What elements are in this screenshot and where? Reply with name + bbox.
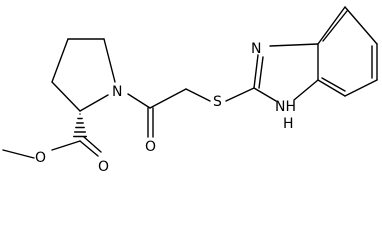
atom-label-n: N bbox=[251, 41, 261, 57]
bond bbox=[317, 6, 346, 45]
bond bbox=[51, 81, 81, 112]
bond bbox=[185, 88, 211, 102]
atom-label-o: O bbox=[98, 159, 109, 175]
bond bbox=[269, 43, 319, 47]
benzene-ring bbox=[317, 6, 378, 97]
atom-label-s: S bbox=[213, 94, 222, 110]
structure-diagram: N O O O S N NH H bbox=[2, 6, 378, 175]
bond bbox=[321, 77, 346, 92]
bond bbox=[149, 88, 187, 109]
bond bbox=[51, 140, 81, 151]
atom-label-nh: NH bbox=[275, 99, 296, 115]
bond bbox=[103, 38, 116, 83]
bond bbox=[2, 149, 35, 159]
imidazole-ring bbox=[253, 43, 319, 102]
bond bbox=[83, 136, 102, 153]
bond bbox=[293, 79, 319, 101]
bond bbox=[225, 87, 255, 102]
bond bbox=[79, 140, 99, 157]
acetyl-linker bbox=[127, 87, 255, 138]
molecule-canvas: N O O O S N NH H bbox=[2, 6, 378, 175]
bond bbox=[253, 87, 277, 102]
atom-label-n: N bbox=[112, 84, 122, 100]
bond bbox=[127, 93, 151, 109]
bond bbox=[344, 6, 378, 45]
pyrrolidine-ring bbox=[51, 38, 116, 112]
atom-label-h: H bbox=[283, 116, 294, 132]
stereo-hash-wedge bbox=[72, 113, 88, 138]
bond bbox=[253, 54, 259, 89]
methyl-ester bbox=[2, 136, 102, 159]
atom-label-o: O bbox=[35, 150, 46, 166]
atom-label-o: O bbox=[145, 139, 156, 155]
bond bbox=[322, 10, 348, 42]
bond bbox=[258, 56, 264, 89]
bond bbox=[79, 94, 109, 112]
bond bbox=[344, 79, 378, 97]
bond bbox=[51, 38, 69, 83]
bond bbox=[317, 79, 346, 97]
